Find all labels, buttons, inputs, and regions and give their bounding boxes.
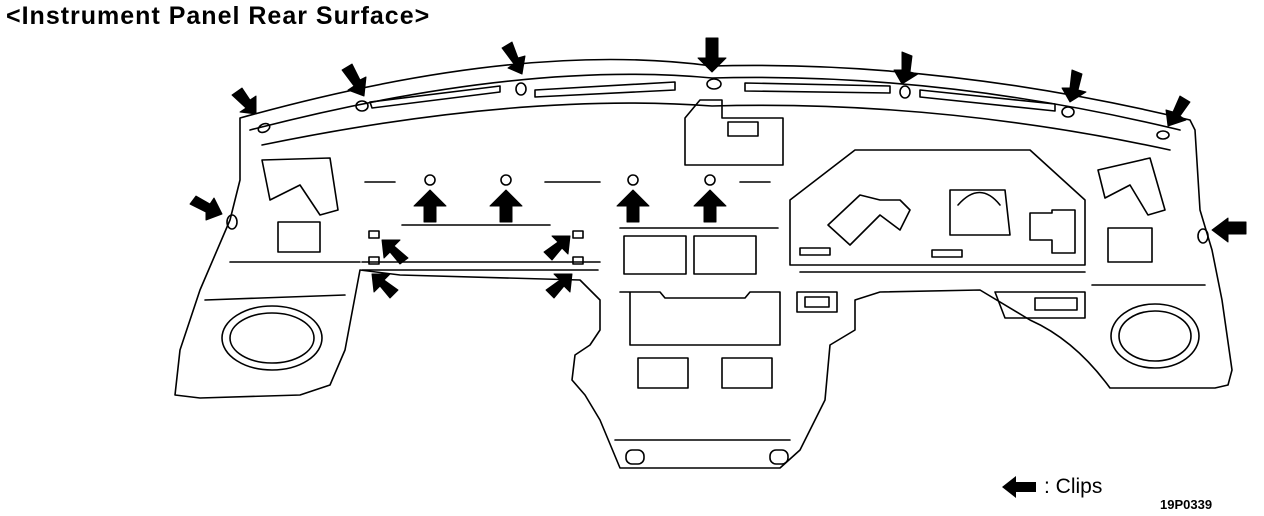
clip-arrow-icon: [1002, 476, 1036, 498]
legend-label: : Clips: [1044, 475, 1103, 498]
clip-arrow-icon: [501, 41, 526, 75]
diagram-title: <Instrument Panel Rear Surface>: [6, 2, 431, 30]
clip-arrow-icon: [545, 273, 573, 299]
clip-arrow-icon: [189, 195, 223, 221]
clip-arrow-icon: [1165, 95, 1191, 127]
clip-arrow-icon: [413, 189, 447, 223]
clip-arrow-icon: [697, 37, 727, 73]
defroster-slot: [534, 81, 676, 98]
clip-arrow-icon: [371, 273, 399, 299]
panel-outline: [174, 58, 1233, 469]
speaker-left: [221, 305, 323, 371]
clip-arrow-icon: [1061, 69, 1087, 103]
clip-arrow-icon: [231, 87, 257, 115]
speaker-right: [1110, 303, 1200, 369]
clip-arrow-icon: [543, 235, 571, 261]
clip-arrow-icon: [341, 63, 367, 97]
defroster-slot: [744, 82, 891, 94]
legend: : Clips: [1000, 474, 1102, 500]
clip-arrow-icon: [381, 239, 409, 265]
defroster-slot: [919, 89, 1056, 112]
clip-arrow-icon: [893, 51, 919, 85]
clip-arrow-icon: [1211, 217, 1247, 243]
clip-arrow-icon: [693, 189, 727, 223]
clip-arrow-icon: [616, 189, 650, 223]
center-upper-box: [684, 99, 784, 166]
defroster-slot: [369, 85, 501, 109]
figure-code: 19P0339: [1160, 497, 1213, 512]
cluster-opening: [789, 149, 1086, 266]
clip-arrow-icon: [489, 189, 523, 223]
